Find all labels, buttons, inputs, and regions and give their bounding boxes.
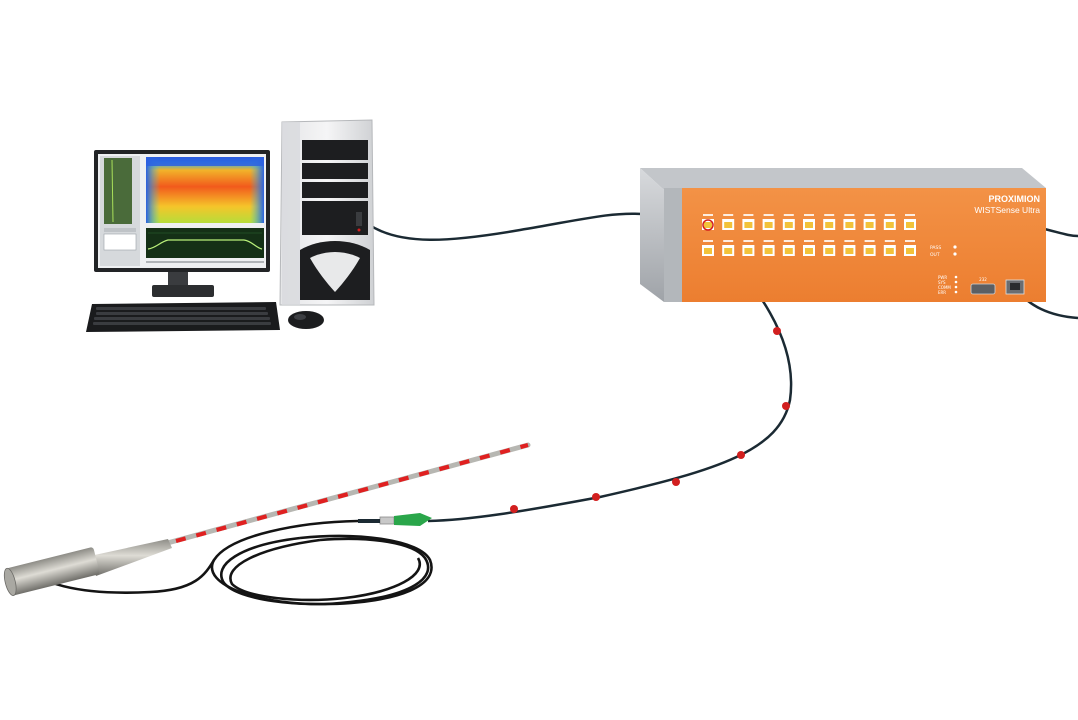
ethernet-port [1005, 279, 1025, 295]
sensor-point [773, 327, 781, 335]
indicator-label: COMM [938, 285, 951, 290]
fiber-port [904, 240, 916, 256]
fiber-port [742, 214, 755, 230]
fiber-port [762, 214, 775, 230]
fiber-port [843, 214, 856, 230]
probe-handle [3, 547, 100, 596]
sensor-point [510, 505, 518, 513]
fiber-port [904, 214, 916, 230]
indicator-label: SYS [938, 280, 946, 285]
fiber-port [863, 214, 876, 230]
sensor-point [737, 451, 745, 459]
fiber-port [722, 240, 735, 256]
fiber-port [883, 240, 896, 256]
fiber-port [702, 214, 714, 230]
fiber-port [803, 214, 815, 230]
temperature-probe [3, 442, 531, 596]
sensor-point [782, 402, 790, 410]
monitor-icon [94, 150, 270, 297]
fiber-port [883, 214, 896, 230]
fiber-port [863, 240, 876, 256]
device-brand: PROXIMION [988, 194, 1040, 204]
sensor-point [592, 493, 600, 501]
fiber-port [782, 240, 795, 256]
status-label: PASS [930, 245, 941, 251]
fiber-port [722, 214, 735, 230]
serial-port-label: 232 [979, 277, 987, 282]
indicator-label: ERR [938, 290, 946, 295]
fiber-port [702, 240, 714, 256]
indicator-label: PWR [938, 275, 947, 280]
interrogator-unit-icon: PROXIMION WISTSense Ultra PASS OUT PWR S… [640, 168, 1046, 302]
fiber-port [823, 214, 836, 230]
sensor-point [672, 478, 680, 486]
fiber-connector [358, 513, 432, 526]
fiber-port [843, 240, 856, 256]
fiber-port [742, 240, 755, 256]
mouse-icon [288, 311, 324, 329]
device-model: WISTSense Ultra [974, 205, 1040, 215]
probe-taper [90, 539, 172, 576]
indicator-labels: PWR SYS COMM ERR [938, 275, 958, 295]
connected-port-marker [702, 219, 714, 231]
fiber-port [762, 240, 775, 256]
status-label: OUT [930, 252, 940, 258]
coiled-fiber-cable [39, 519, 433, 606]
status-labels: PASS OUT [930, 245, 957, 258]
screen-line-plot [146, 228, 264, 258]
fiber-port [782, 214, 795, 230]
serial-port: 232 [970, 277, 996, 295]
computer-tower-icon [279, 119, 375, 306]
fiber-port [823, 240, 836, 256]
keyboard-icon [86, 302, 280, 332]
pc-to-device-cable [367, 212, 643, 241]
fiber-port [803, 240, 815, 256]
fiber-port-array [702, 214, 916, 256]
